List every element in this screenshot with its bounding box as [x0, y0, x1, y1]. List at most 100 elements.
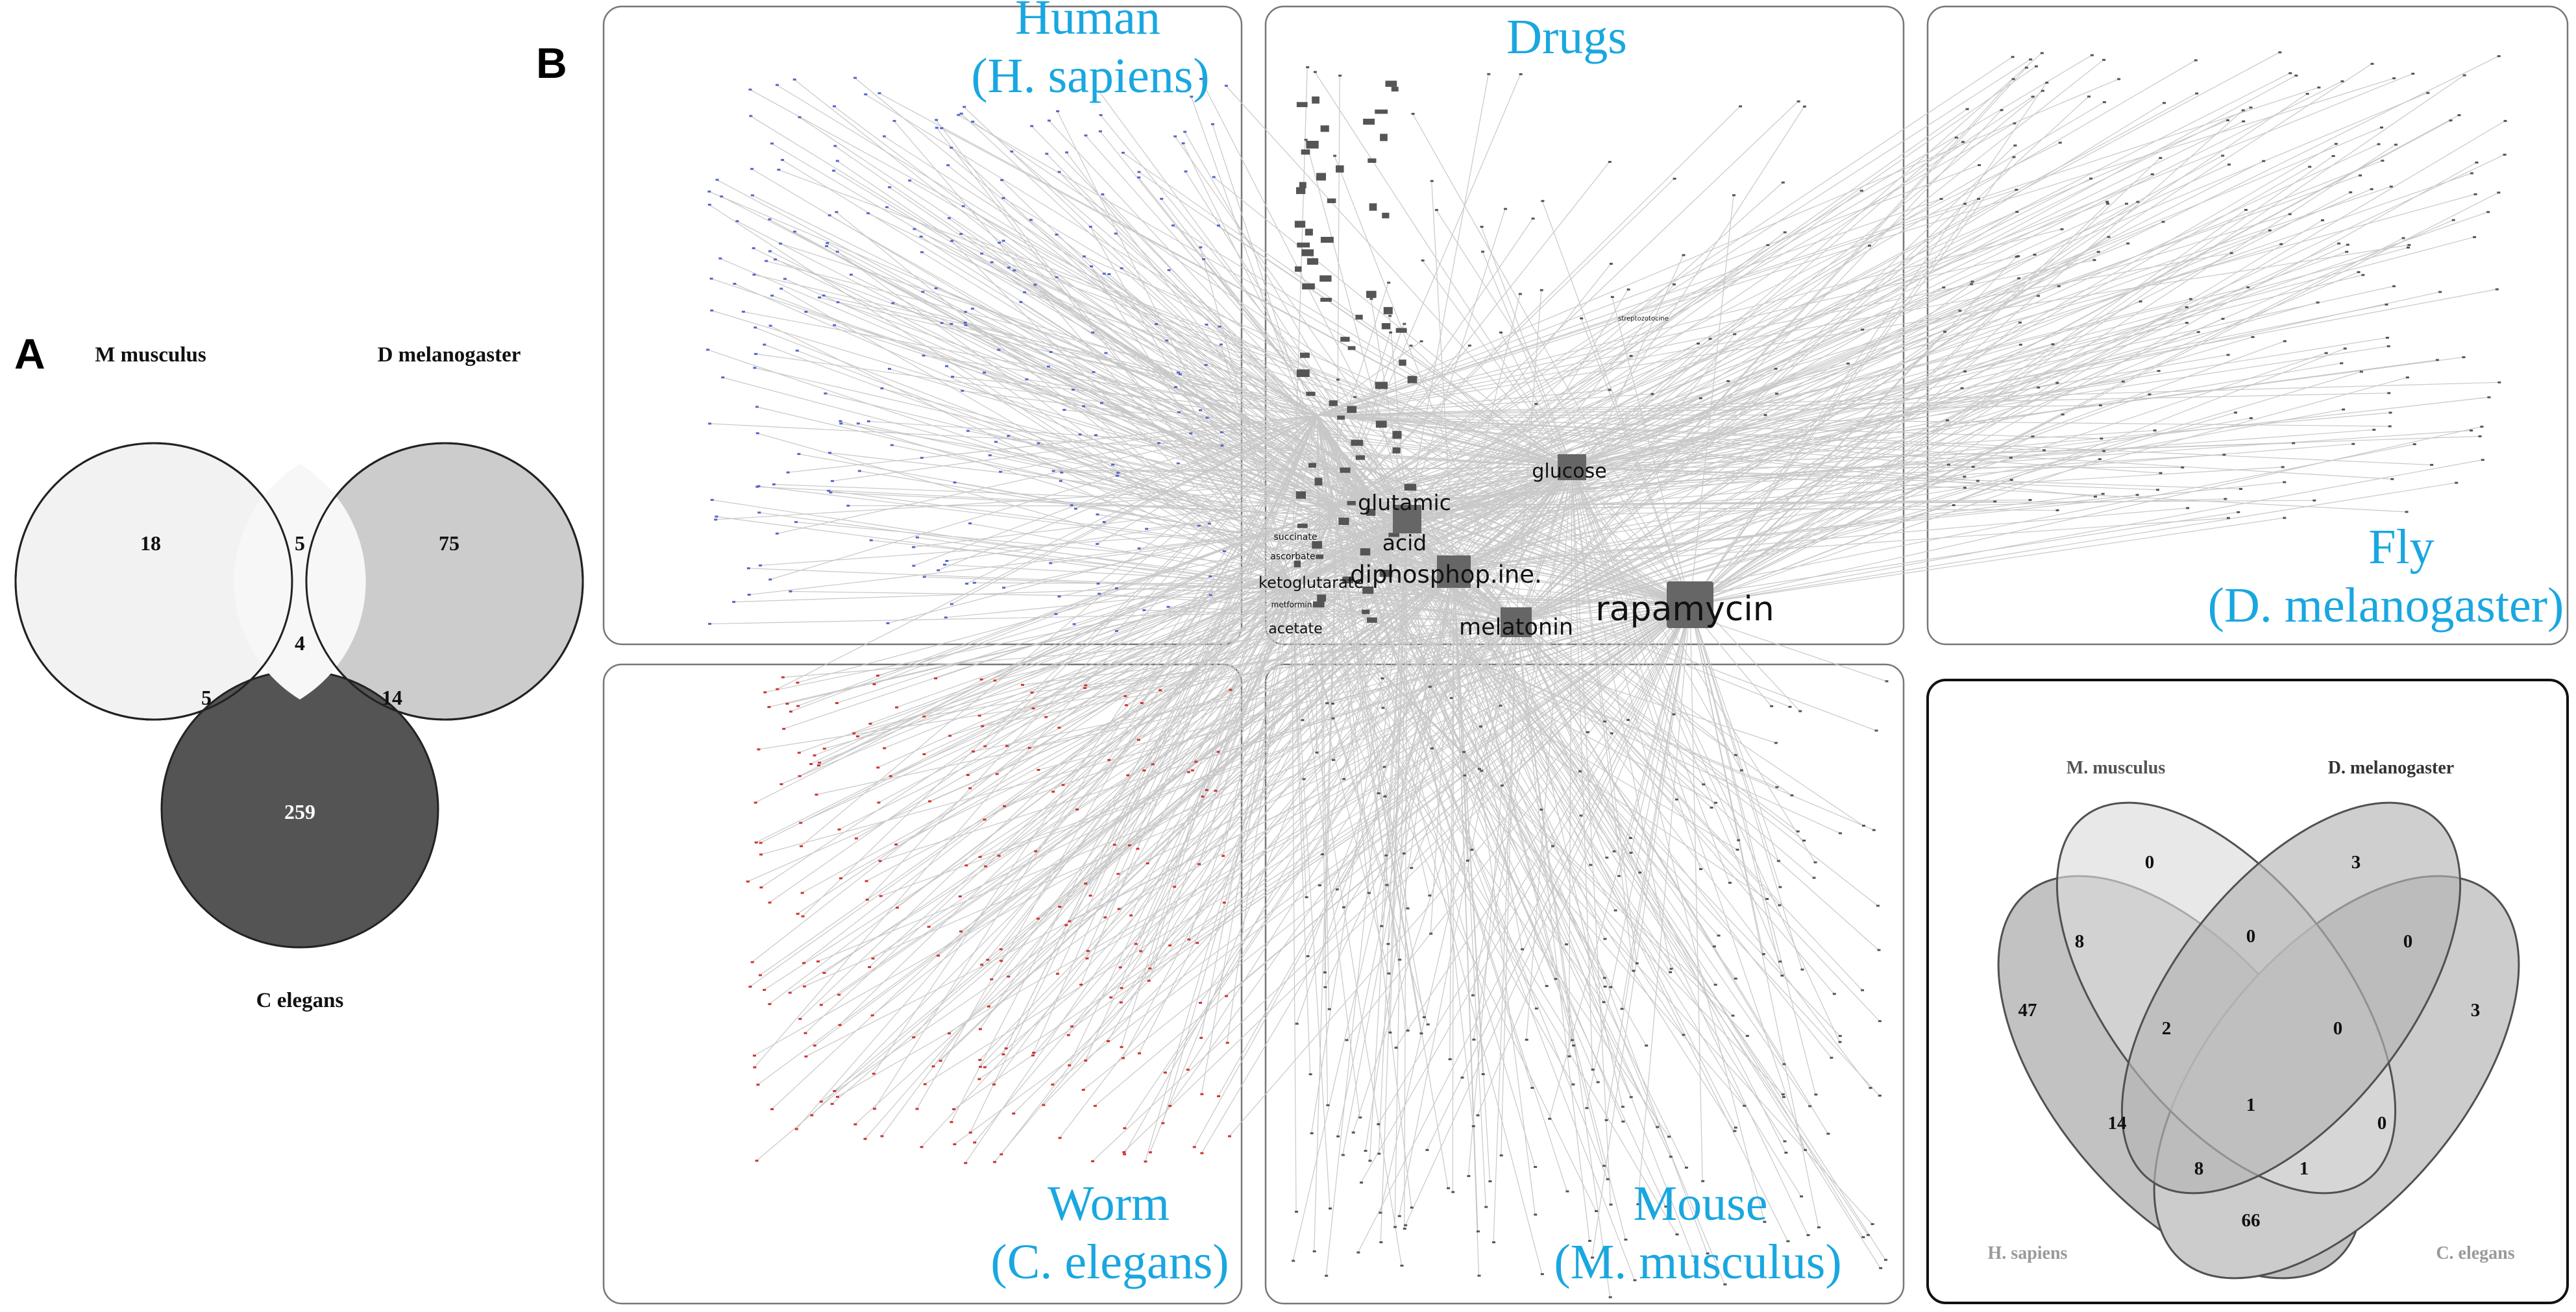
network-edge [1206, 505, 1338, 790]
network-edge [1630, 604, 1691, 853]
network-node [880, 1135, 884, 1137]
network-node [1609, 1203, 1613, 1206]
network-node [1410, 1206, 1414, 1209]
network-node [1144, 1160, 1147, 1163]
network-node [886, 622, 890, 625]
network-node [2385, 303, 2388, 306]
network-node [1367, 892, 1371, 894]
network-edge [962, 390, 1573, 468]
network-node [715, 515, 718, 518]
network-edge [873, 415, 1318, 1075]
network-node [1636, 1203, 1640, 1206]
network-node [1603, 720, 1607, 723]
network-node [1885, 680, 1889, 683]
network-edge [1515, 622, 1607, 858]
network-edge [1515, 352, 2326, 623]
network-edge [1571, 354, 2228, 468]
drug-node [1314, 478, 1323, 486]
network-edge [1317, 87, 2319, 416]
drug-node [1404, 483, 1417, 491]
network-node [964, 1161, 968, 1164]
network-node [1220, 431, 1223, 433]
network-node [1802, 839, 1806, 842]
network-node [1879, 1267, 1883, 1269]
network-node [752, 247, 755, 250]
network-node [746, 881, 750, 883]
network-edge [1406, 518, 1887, 682]
network-edge [1571, 467, 1806, 1150]
network-edge [1453, 571, 1480, 1276]
network-node [1484, 1206, 1488, 1208]
network-edge [766, 260, 1573, 468]
network-edge [1571, 467, 1730, 883]
network-node [835, 702, 839, 705]
network-node [1467, 345, 1471, 347]
network-node [1114, 232, 1118, 235]
network-node [1173, 135, 1177, 138]
venn3-count-c-only: 259 [284, 800, 315, 823]
network-edge [1689, 604, 1816, 1095]
network-node [782, 727, 786, 730]
network-edge [1406, 518, 1864, 827]
network-node [961, 389, 964, 392]
network-node [934, 677, 938, 679]
network-node [1323, 986, 1327, 988]
network-node [1229, 688, 1233, 691]
network-node [1713, 984, 1717, 986]
network-edge [952, 376, 1318, 416]
network-edge [1501, 622, 1517, 1156]
network-edge [1395, 604, 1691, 1049]
network-node [1763, 414, 1767, 417]
network-node [2024, 66, 2028, 69]
network-node [998, 241, 1001, 244]
network-node [2226, 119, 2230, 121]
network-node [947, 217, 951, 219]
network-node [2412, 443, 2416, 446]
network-edge [1406, 190, 1862, 520]
network-node [754, 801, 757, 804]
network-edge [1453, 517, 2228, 572]
network-node [835, 1095, 839, 1098]
network-node [1086, 950, 1090, 953]
network-edge [1317, 415, 1543, 1274]
network-node [2379, 126, 2383, 128]
network-node [920, 457, 924, 459]
network-node [755, 406, 759, 408]
human-box [602, 5, 1243, 646]
network-node [1078, 433, 1082, 436]
network-node [1196, 941, 1199, 944]
network-edge [892, 302, 1318, 416]
network-edge [1336, 505, 1567, 945]
drug-node [1392, 447, 1401, 454]
venn4-count-h-d: 14 [2108, 1113, 2127, 1134]
network-node [972, 750, 975, 753]
network-edge [1501, 604, 1691, 786]
venn4-ellipse-d-melanogaster [2120, 801, 2462, 1195]
network-node [1046, 365, 1050, 368]
network-node [1221, 855, 1225, 857]
network-node [1970, 283, 1974, 285]
network-node [1331, 702, 1334, 705]
network-node [971, 120, 975, 123]
network-node [832, 169, 836, 172]
network-node [2055, 382, 2059, 384]
network-node [1082, 255, 1086, 258]
network-node [767, 706, 771, 709]
drug-node [1347, 346, 1356, 350]
network-node [1117, 908, 1121, 910]
label-ketoglutarate: ketoglutarate [1258, 574, 1364, 592]
network-node [1638, 871, 1642, 874]
network-node [1669, 1156, 1673, 1158]
network-node [1177, 411, 1181, 413]
network-node [1726, 380, 1730, 382]
network-edge [1291, 583, 1841, 834]
network-node [2045, 81, 2049, 84]
network-edge [1689, 158, 2161, 605]
network-edge [1430, 571, 1454, 934]
network-node [927, 800, 931, 803]
network-node [1830, 1056, 1834, 1059]
network-node [1766, 244, 1770, 247]
network-node [993, 679, 997, 682]
network-edge [1571, 435, 2480, 468]
network-node [1832, 993, 1836, 995]
